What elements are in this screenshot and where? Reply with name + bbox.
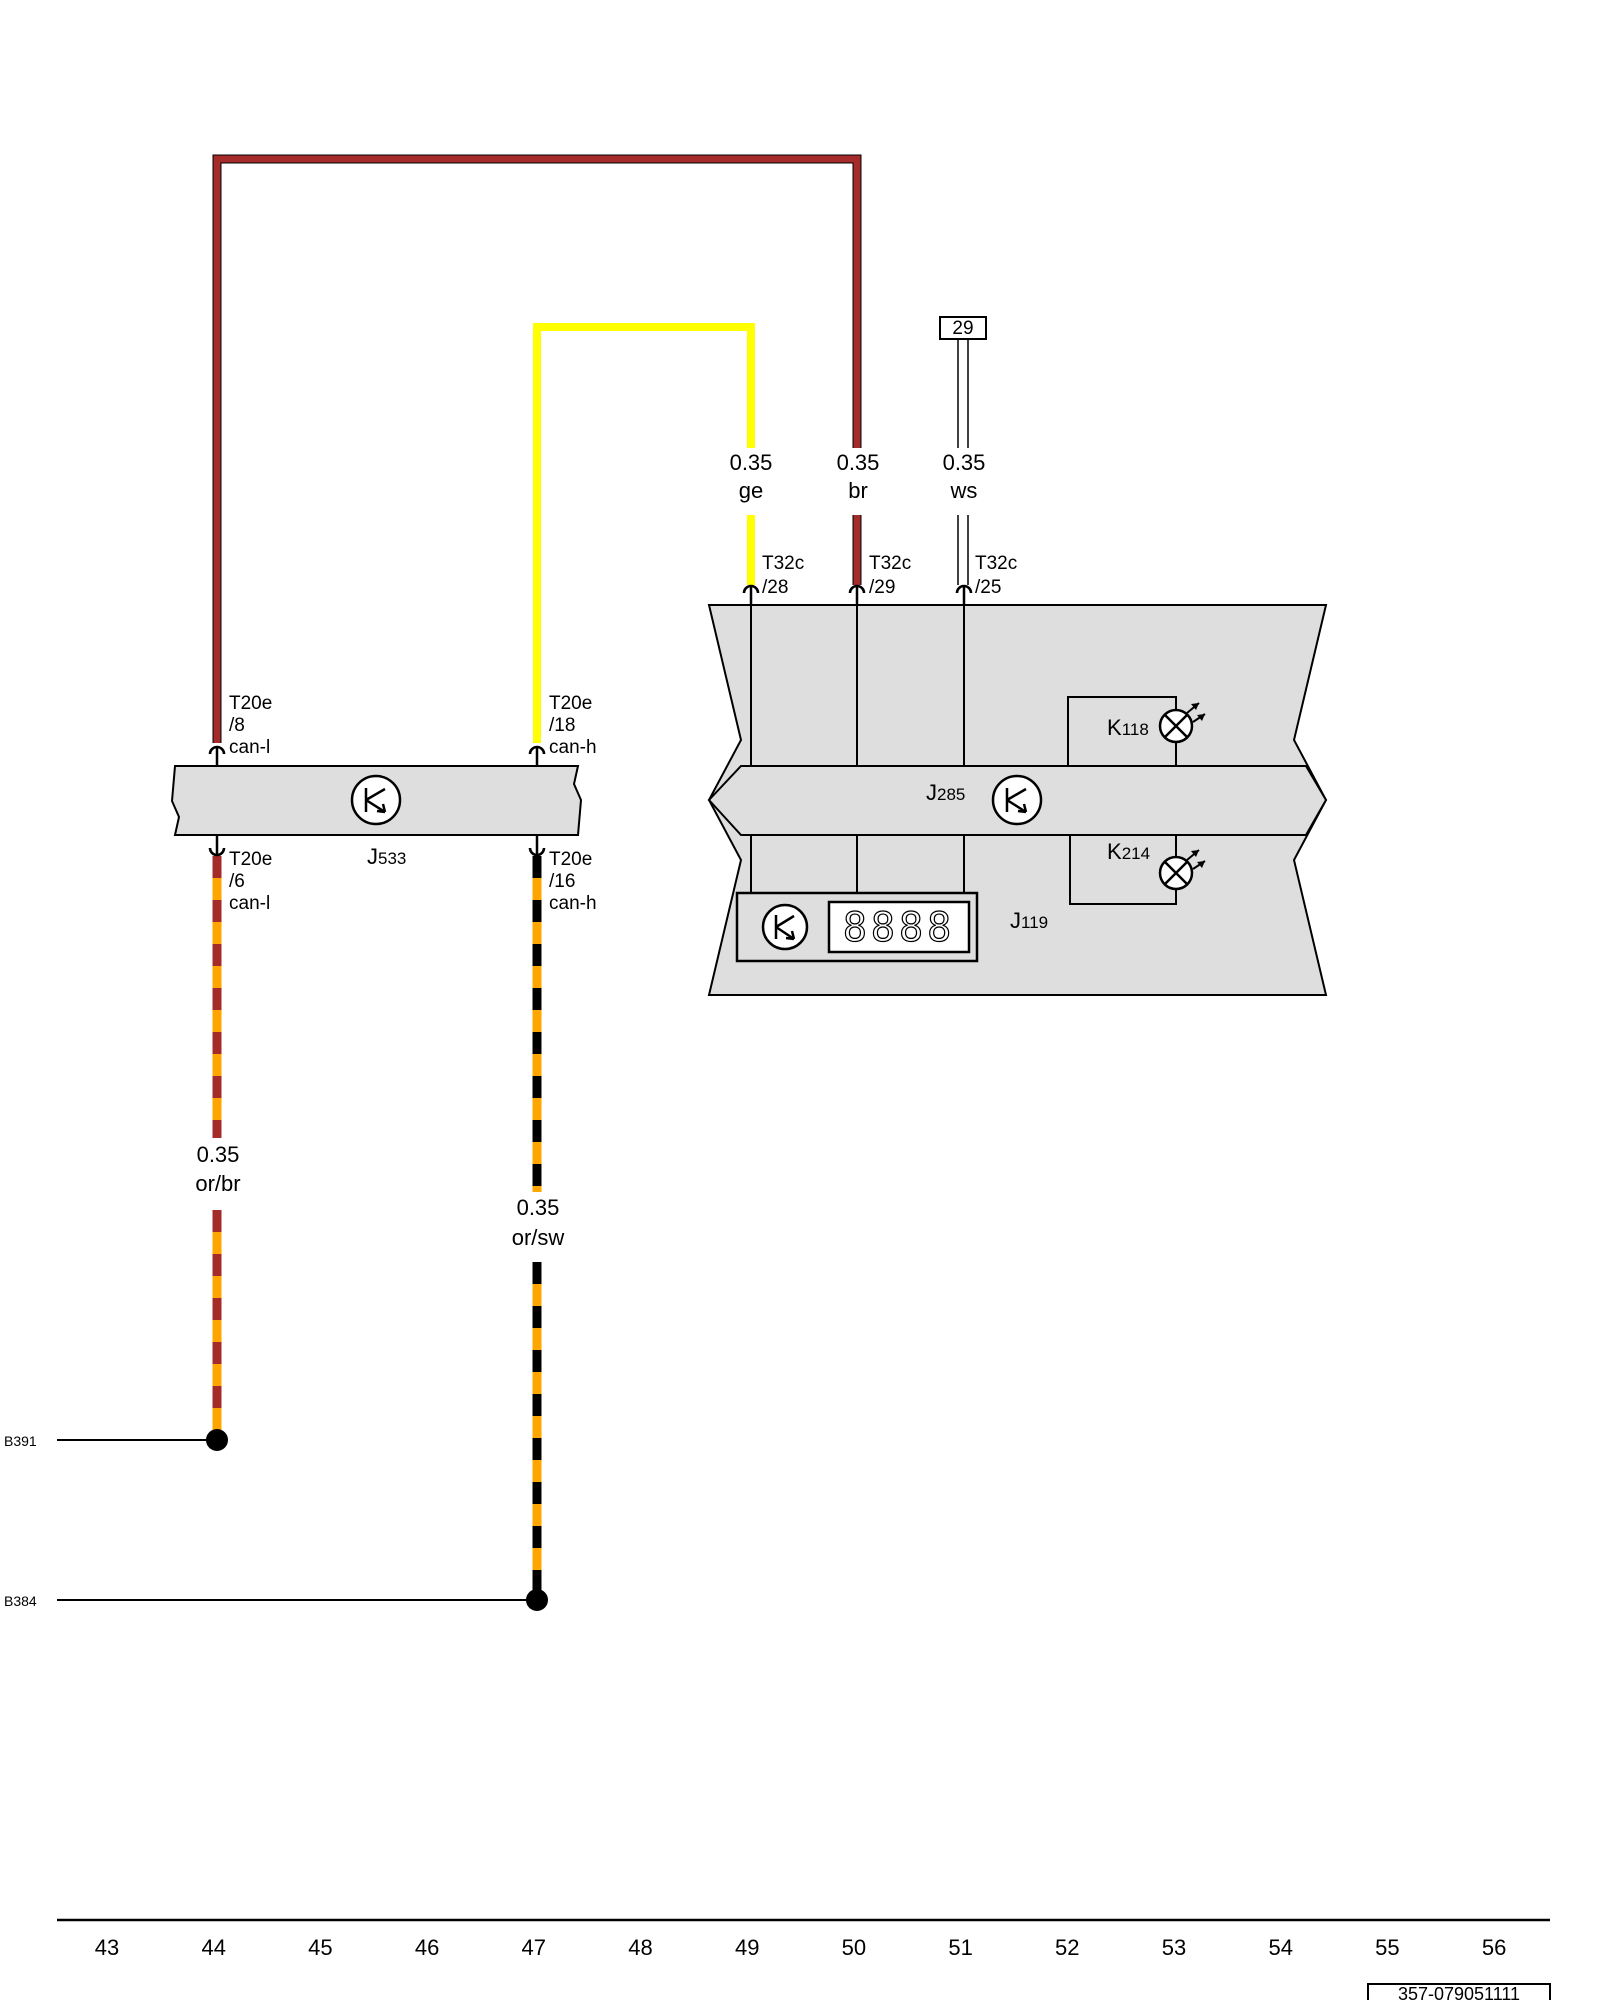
wire-color-label: ws bbox=[950, 478, 978, 503]
component-label: J119 bbox=[1010, 908, 1048, 933]
document-code-label: 357-079051111 bbox=[1398, 1984, 1520, 2000]
grid-number: 46 bbox=[415, 1935, 439, 1960]
svg-text:/29: /29 bbox=[869, 577, 895, 598]
svg-text:/8: /8 bbox=[229, 715, 245, 736]
splice-b384: B384 bbox=[4, 1589, 548, 1611]
component-j533: J533 bbox=[170, 765, 583, 869]
svg-text:/25: /25 bbox=[975, 577, 1001, 598]
svg-text:T20e: T20e bbox=[549, 693, 592, 714]
wire-orange-brown: 0.35 or/br bbox=[195, 856, 241, 1440]
wire-size-label: 0.35 bbox=[943, 450, 986, 475]
wire-yellow-can-h: 0.35 ge bbox=[533, 323, 773, 743]
grid-number: 47 bbox=[522, 1935, 546, 1960]
grid-number: 49 bbox=[735, 1935, 759, 1960]
grid-number: 44 bbox=[201, 1935, 225, 1960]
svg-text:T20e: T20e bbox=[549, 849, 592, 870]
reference-box bbox=[939, 316, 987, 340]
component-k214: K214 bbox=[1069, 835, 1206, 905]
grid-number: 50 bbox=[842, 1935, 866, 1960]
display-digits: 8888 bbox=[843, 905, 955, 951]
pin-t32c-28: T32c /28 bbox=[742, 553, 804, 605]
wire-size-label: 0.35 bbox=[730, 450, 773, 475]
grid-number: 54 bbox=[1268, 1935, 1292, 1960]
grid-number: 56 bbox=[1482, 1935, 1506, 1960]
wire-color-label: or/sw bbox=[512, 1225, 565, 1250]
grid-number: 45 bbox=[308, 1935, 332, 1960]
grid-number: 55 bbox=[1375, 1935, 1399, 1960]
transistor-icon bbox=[364, 787, 387, 814]
svg-text:/16: /16 bbox=[549, 871, 575, 892]
splice-label: B384 bbox=[4, 1593, 37, 1609]
wire-color-label: ge bbox=[739, 478, 763, 503]
svg-text:T32c: T32c bbox=[762, 553, 804, 574]
transistor-icon bbox=[774, 914, 796, 941]
grid-number: 43 bbox=[95, 1935, 119, 1960]
grid-number: 52 bbox=[1055, 1935, 1079, 1960]
document-code: 357-079051111 bbox=[1367, 1983, 1551, 2000]
splice-b391: B391 bbox=[4, 1429, 228, 1451]
grid-number: 51 bbox=[948, 1935, 972, 1960]
wire-size-label: 0.35 bbox=[837, 450, 880, 475]
component-label: J285 bbox=[926, 780, 965, 805]
svg-text:T20e: T20e bbox=[229, 849, 272, 870]
pin-t20e-16: T20e /16 can-h bbox=[528, 835, 597, 914]
svg-text:/18: /18 bbox=[549, 715, 575, 736]
svg-text:T32c: T32c bbox=[975, 553, 1017, 574]
svg-text:T32c: T32c bbox=[869, 553, 911, 574]
digital-display bbox=[827, 900, 971, 954]
pin-t20e-8: T20e /8 can-l bbox=[208, 693, 272, 766]
control-unit-icon bbox=[991, 774, 1043, 826]
wire-color-label: br bbox=[848, 478, 868, 503]
splice-label: B391 bbox=[4, 1433, 37, 1449]
control-unit-icon bbox=[350, 774, 402, 826]
control-unit-icon bbox=[761, 903, 809, 951]
component-label: K118 bbox=[1107, 715, 1149, 740]
pin-t20e-6: T20e /6 can-l bbox=[208, 835, 272, 914]
wire-size-label: 0.35 bbox=[517, 1195, 560, 1220]
pin-t32c-25: T32c /25 bbox=[955, 553, 1017, 605]
wire-white-terminal-29: 29 0.35 ws bbox=[939, 316, 987, 585]
component-label: J533 bbox=[367, 844, 406, 869]
svg-text:T20e: T20e bbox=[229, 693, 272, 714]
pin-t32c-29: T32c /29 bbox=[848, 553, 911, 605]
grid-number: 48 bbox=[628, 1935, 652, 1960]
svg-text:/28: /28 bbox=[762, 577, 788, 598]
svg-text:can-h: can-h bbox=[549, 893, 597, 914]
svg-text:can-l: can-l bbox=[229, 737, 270, 758]
transistor-icon bbox=[1005, 787, 1028, 814]
component-label: K214 bbox=[1107, 839, 1150, 864]
svg-text:can-h: can-h bbox=[549, 737, 597, 758]
reference-box-label: 29 bbox=[952, 318, 973, 339]
wire-size-label: 0.35 bbox=[197, 1142, 240, 1167]
component-j119: 8888 J119 bbox=[735, 891, 1048, 963]
wire-brown-can-l: 0.35 br bbox=[212, 154, 880, 743]
component-k118: K118 bbox=[1067, 696, 1206, 766]
wire-orange-black: 0.35 or/sw bbox=[512, 856, 565, 1600]
grid-number: 53 bbox=[1162, 1935, 1186, 1960]
current-track-scale: 43 44 45 46 47 48 49 50 51 52 53 54 55 56 bbox=[57, 1918, 1550, 1960]
pin-t20e-18: T20e /18 can-h bbox=[528, 693, 597, 766]
svg-text:can-l: can-l bbox=[229, 893, 270, 914]
svg-text:/6: /6 bbox=[229, 871, 245, 892]
wire-color-label: or/br bbox=[195, 1171, 240, 1196]
